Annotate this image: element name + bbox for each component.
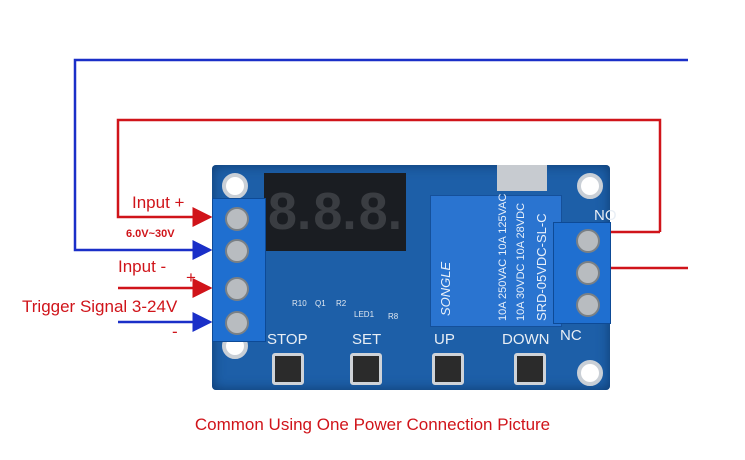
digit: 8. xyxy=(358,183,403,241)
relay-module-board: 8. 8. 8. R10 Q1 R2 LED1 R8 SONGLE 10A 25… xyxy=(212,165,617,390)
trigger-plus-label: + xyxy=(186,268,196,287)
down-label: DOWN xyxy=(502,331,550,348)
screw xyxy=(225,207,249,231)
micro-usb-port xyxy=(497,165,547,191)
stop-label: STOP xyxy=(267,331,308,348)
silk-led1: LED1 xyxy=(354,310,375,319)
led-display: 8. 8. 8. xyxy=(264,173,406,251)
screw xyxy=(576,229,600,253)
screw xyxy=(576,261,600,285)
relay-model: SRD-05VDC-SL-C xyxy=(534,213,549,321)
relay-rating: 10A 250VAC 10A 125VAC xyxy=(497,193,509,321)
screw xyxy=(225,239,249,263)
voltage-range-label: 6.0V~30V xyxy=(126,228,175,240)
relay-terminal-block xyxy=(553,222,611,324)
input-plus-label: Input + xyxy=(132,193,185,212)
silk-r2: R2 xyxy=(336,299,347,308)
set-label: SET xyxy=(352,331,382,348)
up-button[interactable] xyxy=(432,353,464,385)
mount-hole xyxy=(577,360,603,386)
digit: 8. xyxy=(313,183,357,241)
mount-hole xyxy=(222,173,248,199)
silk-r8: R8 xyxy=(388,312,399,321)
stop-button[interactable] xyxy=(272,353,304,385)
up-label: UP xyxy=(434,331,455,348)
input-minus-label: Input - xyxy=(118,257,167,276)
silk-r10: R10 xyxy=(292,299,307,308)
digit: 8. xyxy=(267,183,312,241)
silk-q1: Q1 xyxy=(315,299,326,308)
caption: Common Using One Power Connection Pictur… xyxy=(194,415,551,434)
relay-rating: 10A 30VDC 10A 28VDC xyxy=(515,202,527,321)
set-button[interactable] xyxy=(350,353,382,385)
trigger-signal-label: Trigger Signal 3-24V xyxy=(22,297,178,316)
no-label: NO xyxy=(594,207,617,224)
positive-supply-wire xyxy=(116,118,662,232)
relay: SONGLE 10A 250VAC 10A 125VAC 10A 30VDC 1… xyxy=(430,193,562,327)
negative-supply-wire xyxy=(73,58,688,260)
screw xyxy=(576,293,600,317)
down-button[interactable] xyxy=(514,353,546,385)
input-terminal-block xyxy=(212,198,266,342)
screw xyxy=(225,277,249,301)
mount-hole xyxy=(577,173,603,199)
trigger-minus-label: - xyxy=(172,322,178,341)
nc-label: NC xyxy=(560,327,582,344)
screw xyxy=(225,311,249,335)
relay-brand: SONGLE xyxy=(438,261,453,316)
